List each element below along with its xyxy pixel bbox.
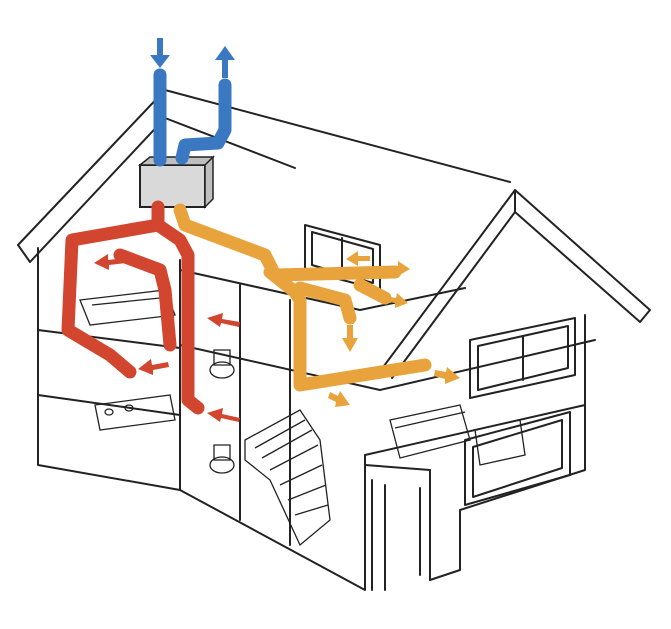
supply-duct-branch xyxy=(293,281,357,325)
bathtub xyxy=(79,289,176,326)
supply-duct-main xyxy=(173,203,402,282)
window-lower-right xyxy=(464,411,571,506)
toilet-upper xyxy=(209,349,235,379)
arrow-icon xyxy=(390,261,410,276)
extract-duct-right xyxy=(151,218,205,415)
extract-duct-left xyxy=(61,200,165,379)
arrow-icon xyxy=(328,391,350,407)
staircase xyxy=(244,409,331,547)
arrow-icon xyxy=(342,325,358,352)
supply-duct-down xyxy=(263,265,432,392)
window-right xyxy=(469,317,576,399)
middle-wall xyxy=(179,284,366,591)
toilet-lower xyxy=(209,444,235,474)
arrow-icon xyxy=(138,359,169,375)
arrow-icon xyxy=(94,254,126,270)
arrow-icon xyxy=(207,408,240,422)
supply-duct-branch-2 xyxy=(353,278,392,305)
right-wall xyxy=(364,314,586,581)
arrow-icon xyxy=(346,251,370,266)
exhaust-duct xyxy=(175,78,232,165)
arrow-icon xyxy=(389,293,408,308)
extract-air-ducts xyxy=(61,200,240,422)
ventilation-unit xyxy=(139,164,206,208)
front-porch xyxy=(364,464,431,591)
outdoor-air-ducts xyxy=(150,38,235,167)
arrow-down-icon xyxy=(150,38,170,68)
arrow-icon xyxy=(207,313,240,327)
arrow-up-icon xyxy=(215,46,235,78)
supply-air-ducts xyxy=(173,203,460,407)
extract-duct-branch xyxy=(113,248,177,352)
left-wall xyxy=(37,247,181,491)
kitchen-counter xyxy=(94,394,176,431)
right-gable xyxy=(374,189,651,379)
sofa xyxy=(389,404,526,466)
house-outline xyxy=(17,89,651,591)
ventilation-unit-top xyxy=(137,155,215,209)
arrow-icon xyxy=(434,367,460,384)
